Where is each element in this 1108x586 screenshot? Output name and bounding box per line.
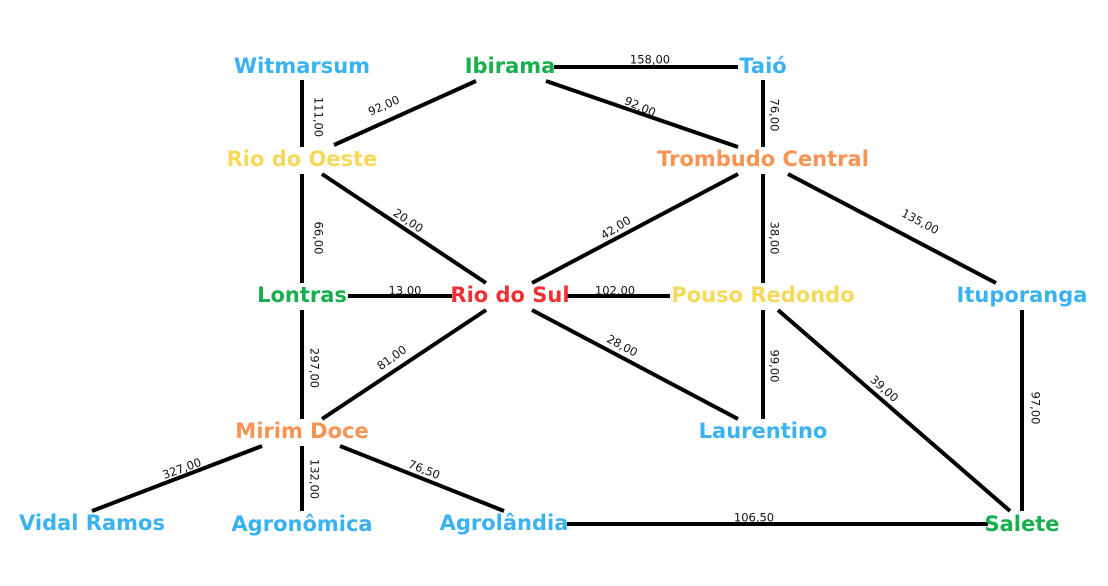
node-laurentino: Laurentino (699, 419, 828, 443)
node-pouso-redondo: Pouso Redondo (671, 283, 854, 307)
edge-weight-mirim-doce-agronomica: 132,00 (308, 459, 322, 499)
edge-weight-taio-trombudo-central: 76,00 (768, 99, 782, 132)
edge-weight-rio-do-sul-pouso-redondo: 102,00 (595, 284, 635, 298)
node-taio: Taió (739, 54, 786, 78)
edge-weight-lontras-mirim-doce: 297,00 (308, 348, 322, 388)
node-rio-do-sul: Rio do Sul (450, 283, 569, 307)
edge-weight-ibirama-taio: 158,00 (630, 53, 670, 67)
node-ituporanga: Ituporanga (957, 283, 1088, 307)
edge-weight-lontras-rio-do-sul: 13,00 (389, 284, 422, 298)
edge-weight-ituporanga-salete: 97,00 (1029, 392, 1043, 425)
node-ibirama: Ibirama (465, 54, 556, 78)
node-salete: Salete (984, 512, 1059, 536)
node-agronomica: Agronômica (231, 512, 372, 536)
edge-rio-do-oeste-rio-do-sul (320, 172, 488, 285)
edge-weight-trombudo-central-ituporanga: 135,00 (899, 206, 941, 237)
edge-rio-do-sul-mirim-doce (320, 308, 488, 421)
edge-weight-agrolandia-salete: 106,50 (734, 511, 774, 525)
edge-pouso-redondo-salete (776, 308, 1012, 513)
edge-weight-ibirama-rio-do-oeste: 92,00 (366, 92, 402, 118)
edge-trombudo-central-ituporanga (787, 172, 997, 285)
edges-layer (91, 65, 1024, 526)
edge-weight-witmarsum-rio-do-oeste: 111,00 (312, 97, 326, 137)
edge-ibirama-trombudo-central (545, 79, 739, 149)
edge-rio-do-sul-laurentino (531, 308, 739, 421)
edge-weight-rio-do-sul-laurentino: 28,00 (604, 332, 640, 360)
edge-weight-rio-do-oeste-lontras: 66,00 (312, 222, 326, 255)
node-trombudo-central: Trombudo Central (657, 147, 869, 171)
edge-weight-ibirama-trombudo-central: 92,00 (622, 93, 658, 119)
edge-trombudo-central-rio-do-sul (531, 172, 739, 285)
edge-ibirama-rio-do-oeste (333, 79, 477, 147)
node-lontras: Lontras (257, 283, 347, 307)
node-witmarsum: Witmarsum (234, 54, 370, 78)
edge-weight-trombudo-central-pouso-redondo: 38,00 (768, 222, 782, 255)
node-mirim-doce: Mirim Doce (235, 419, 368, 443)
node-agrolandia: Agrolândia (440, 511, 569, 535)
edge-mirim-doce-agrolandia (339, 444, 505, 513)
node-vidal-ramos: Vidal Ramos (19, 511, 165, 535)
edge-weight-pouso-redondo-laurentino: 99,00 (768, 350, 782, 383)
edge-weight-rio-do-sul-mirim-doce: 81,00 (374, 342, 409, 373)
node-rio-do-oeste: Rio do Oeste (227, 147, 378, 171)
edge-mirim-doce-vidal-ramos (91, 444, 263, 513)
